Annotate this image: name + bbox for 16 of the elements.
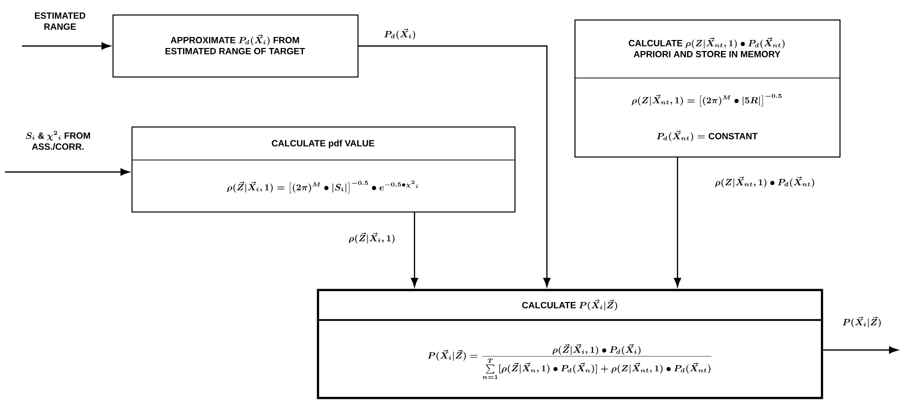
edge-label: $\begin{array}{c}\text{ESTIMATED}\\ \text{RANGE}\end{array}$ (34, 12, 86, 30)
edge-label: $\rho(Z|\vec{X}_{nt},1)\bullet P_d(\vec{X}_{nt})$ (715, 176, 814, 188)
process-box: $\text{CALCULATE } P(\vec{X}_i|\vec{Z})$ $P(\vec{X}_i|\vec{Z}) = \frac{\rho(\vec{Z}|\vec{X}_i,1)\bullet P_d(\vec{X}_i)}{\sum\limits_{n=1}^{T}[\rho(\vec{Z}|\vec{X}_n,1)\bullet P_d(\vec{X}_n)] + \rho(Z|\vec{X}_{nt},1)\bullet P_d(\vec{X}_{nt})}$ (316, 288, 824, 400)
process-box: $\begin{array}{c}\text{CALCULATE } \rho(Z|\vec{X}_{nt},1)\bullet P_d(\vec{X}_{nt})\\ \text{APRIORI AND STORE IN MEMORY}\end{array}$ $\rho(Z|\vec{X}_{nt},1) = \left[(2\pi)^M \bullet |5R|\right]^{-0.5}$ $P_d(\vec{X}_{nt}) = \text{CONSTANT}$ (574, 20, 840, 158)
arrow (410, 212, 418, 287)
edge-label: $P_d(\vec{X}_i)$ (384, 28, 416, 40)
edge-label: $P(\vec{X}_i|\vec{Z})$ (842, 316, 881, 328)
edge-label: $\rho(\vec{Z}|\vec{X}_i,1)$ (348, 232, 395, 244)
edge-label: $\begin{array}{c}S_i \mathbin{\&} \chi^2{}_i\text{ FROM}\\ \text{ASS./CORR.}\end{array}$ (26, 130, 90, 150)
arrow (823, 346, 898, 354)
arrow (674, 158, 682, 287)
process-box: $\begin{array}{c}\text{APPROXIMATE } P_d(\vec{X}_i)\text{ FROM}\\ \text{ESTIMATED RANGE OF TARGET}\end{array}$ (112, 14, 358, 78)
arrow (358, 45, 550, 287)
process-box: $\text{CALCULATE pdf VALUE}$ $\rho(\vec{Z}|\vec{X}_i,1) = \left[(2\pi)^M \bullet |S_i|\right]^{-0.5} \bullet e^{-0.5\bullet\chi^2{}_i}$ (132, 126, 516, 212)
arrow (5, 168, 130, 176)
arrow (22, 42, 111, 50)
